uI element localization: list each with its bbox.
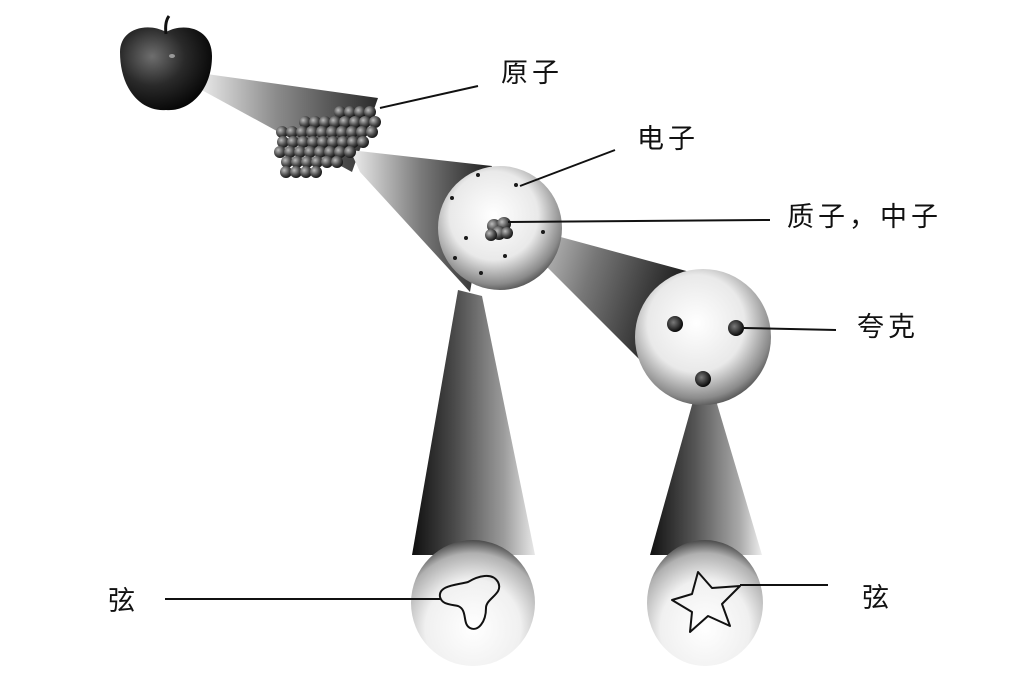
atom-ball [287, 136, 299, 148]
atom-ball [294, 146, 306, 158]
atom-ball [344, 106, 356, 118]
atom-ball [311, 156, 323, 168]
atom-ball [319, 116, 331, 128]
atom-ball [354, 106, 366, 118]
atom-ball [290, 166, 302, 178]
nucleus-cluster [485, 217, 513, 241]
atom-ball [310, 166, 322, 178]
atom-ball [316, 126, 328, 138]
atom-ball [339, 116, 351, 128]
atom-ball [280, 166, 292, 178]
atom-ball [321, 156, 333, 168]
pointer-line-proton-neutron [507, 219, 771, 223]
label-string-right: 弦 [862, 583, 893, 614]
atom-ball [281, 156, 293, 168]
atom-ball [276, 126, 288, 138]
atom-ball [326, 126, 338, 138]
nucleon-sphere [635, 269, 771, 405]
atom-ball [317, 136, 329, 148]
atom-ball [307, 136, 319, 148]
atom-ball [366, 126, 378, 138]
label-quark: 夸克 [857, 312, 919, 343]
atom-ball [356, 126, 368, 138]
atom-ball [349, 116, 361, 128]
label-atom: 原子 [501, 58, 563, 89]
zoom-cone-electron [412, 290, 535, 555]
atom-ball [344, 146, 356, 158]
atom-ball [301, 156, 313, 168]
apple-icon [120, 15, 212, 111]
atom-ball [334, 146, 346, 158]
pointer-lines [165, 85, 837, 600]
atom-ball [357, 136, 369, 148]
pointer-line-atom [379, 85, 479, 109]
atom-ball [309, 116, 321, 128]
label-string-left: 弦 [108, 586, 139, 617]
atom-ball [327, 136, 339, 148]
atom-ball [359, 116, 371, 128]
atom-ball [277, 136, 289, 148]
atom-cluster [274, 106, 381, 178]
atom-ball [336, 126, 348, 138]
atom-ball [314, 146, 326, 158]
atom-ball [304, 146, 316, 158]
atom-ball [299, 116, 311, 128]
label-proton-neutron: 质子，中子 [787, 202, 942, 233]
atom-ball [306, 126, 318, 138]
atom-ball [334, 106, 346, 118]
pointer-line-quark [743, 327, 837, 331]
atom-ball [369, 116, 381, 128]
atom-ball [324, 146, 336, 158]
label-electron: 电子 [637, 124, 699, 155]
atom-ball [364, 106, 376, 118]
string-sphere-right [647, 540, 763, 666]
atom-ball [284, 146, 296, 158]
atom-ball [346, 126, 358, 138]
string-sphere-left [411, 540, 535, 666]
atom-ball [329, 116, 341, 128]
atom-ball [274, 146, 286, 158]
atom-ball [331, 156, 343, 168]
zoom-cone-quark [650, 387, 762, 555]
atom-ball [291, 156, 303, 168]
pointer-line-electron [519, 149, 616, 187]
atom-ball [347, 136, 359, 148]
atom-ball [300, 166, 312, 178]
atom-ball [286, 126, 298, 138]
atom-ball [337, 136, 349, 148]
atom-ball [296, 126, 308, 138]
atom-ball [297, 136, 309, 148]
